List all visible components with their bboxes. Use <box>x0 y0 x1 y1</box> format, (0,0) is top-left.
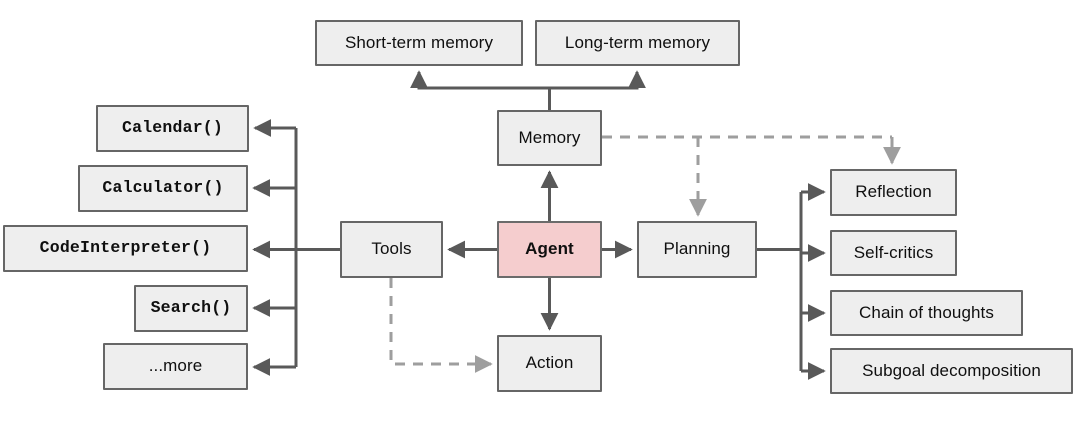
edge-memory-to-short-term-memory <box>410 70 550 90</box>
node-label: Search() <box>150 298 232 318</box>
node-memory[interactable]: Memory <box>497 110 602 166</box>
node-reflection[interactable]: Reflection <box>830 169 957 216</box>
node-label: Memory <box>518 127 581 147</box>
node-tools[interactable]: Tools <box>340 221 443 278</box>
node-label: Tools <box>371 239 412 259</box>
node-label: Long-term memory <box>564 32 711 52</box>
edge-tools-to-action-dashed <box>389 278 493 373</box>
node-calendar[interactable]: Calendar() <box>96 105 249 152</box>
node-label: Agent <box>525 239 574 259</box>
node-self_critics[interactable]: Self-critics <box>830 230 957 276</box>
node-action[interactable]: Action <box>497 335 602 392</box>
node-label: Reflection <box>855 182 932 202</box>
node-code_interpreter[interactable]: CodeInterpreter() <box>3 225 248 272</box>
node-planning[interactable]: Planning <box>637 221 757 278</box>
node-label: Calculator() <box>102 178 224 198</box>
node-label: Chain of thoughts <box>859 302 994 322</box>
node-label: Action <box>525 353 574 373</box>
node-subgoal_decomposition[interactable]: Subgoal decomposition <box>830 348 1073 394</box>
edge-planning-to-strategies-trunk <box>757 192 803 371</box>
node-agent[interactable]: Agent <box>497 221 602 278</box>
node-label: Calendar() <box>121 118 224 138</box>
node-label: Planning <box>663 239 731 259</box>
node-calculator[interactable]: Calculator() <box>78 165 248 212</box>
node-chain_of_thoughts[interactable]: Chain of thoughts <box>830 290 1023 336</box>
node-label: CodeInterpreter() <box>39 238 212 258</box>
node-more_tools[interactable]: ...more <box>103 343 248 390</box>
node-long_term_memory[interactable]: Long-term memory <box>535 20 740 66</box>
edge-tools-to-tool-list-trunk <box>294 128 340 367</box>
node-short_term_memory[interactable]: Short-term memory <box>315 20 523 66</box>
node-search[interactable]: Search() <box>134 285 248 332</box>
node-label: Short-term memory <box>344 32 494 52</box>
edge-memory-to-long-term-memory <box>549 70 646 90</box>
node-label: Subgoal decomposition <box>862 360 1041 380</box>
node-label: ...more <box>148 356 203 376</box>
node-label: Self-critics <box>853 242 934 262</box>
